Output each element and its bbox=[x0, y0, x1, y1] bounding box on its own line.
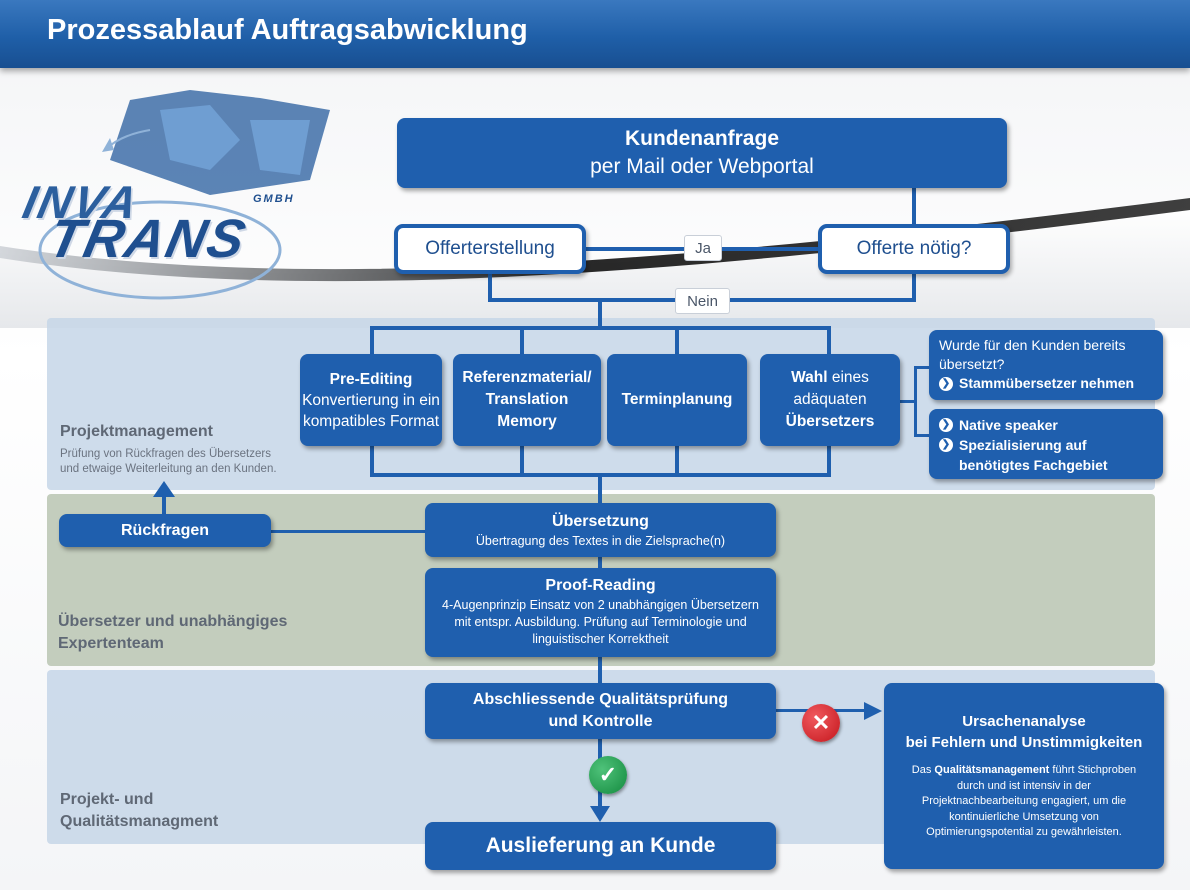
logo-text-trans: TRANS bbox=[43, 209, 253, 269]
band-label-qm: Projekt- und Qualitätsmanagment bbox=[60, 791, 219, 830]
chevron-right-icon: ❯ bbox=[939, 418, 953, 432]
node-ursachen-title: Ursachenanalyse bbox=[962, 713, 1086, 731]
connector bbox=[598, 300, 602, 328]
band-label-ue: Übersetzer und unabhängiges Expertenteam bbox=[58, 613, 288, 652]
connector bbox=[675, 444, 679, 476]
node-auslieferung: Auslieferung an Kunde bbox=[425, 822, 776, 870]
connector bbox=[598, 656, 602, 684]
node-ursachenanalyse: Ursachenanalyse bei Fehlern und Unstimmi… bbox=[884, 683, 1164, 869]
node-wahl-uebersetzer: Wahl eines adäquaten Übersetzers bbox=[760, 354, 900, 446]
arrow-down-icon bbox=[590, 806, 610, 822]
node-wahl-rest: eines bbox=[831, 369, 869, 386]
logo-text-gmbh: GMBH bbox=[253, 193, 295, 205]
node-kundenanfrage-subtitle: per Mail oder Webportal bbox=[590, 155, 814, 178]
chevron-right-icon: ❯ bbox=[939, 438, 953, 452]
node-proofreading-title: Proof-Reading bbox=[545, 577, 656, 594]
ursachen-text-prefix: Das bbox=[911, 764, 935, 777]
node-offerterstellung: Offerterstellung bbox=[394, 224, 586, 274]
node-ursachen-text: Das Qualitätsmanagement führt Stichprobe… bbox=[898, 763, 1150, 841]
node-terminplanung: Terminplanung bbox=[607, 354, 747, 446]
page-title: Prozessablauf Auftragsabwicklung bbox=[47, 14, 528, 46]
connector bbox=[370, 326, 374, 356]
band-label-pm: Projektmanagement bbox=[60, 423, 213, 440]
info-native-speaker: ❯ Native speaker ❯ Spezialisierung auf ben… bbox=[929, 409, 1163, 479]
connector bbox=[914, 366, 930, 369]
globe-icon bbox=[38, 90, 330, 300]
connector bbox=[162, 496, 166, 516]
node-referenzmaterial: Referenzmaterial/ Translation Memory bbox=[453, 354, 601, 446]
node-wahl-line3: Übersetzers bbox=[785, 413, 875, 430]
label-nein: Nein bbox=[675, 288, 730, 314]
connector bbox=[912, 270, 916, 300]
node-qualitaetspruefung: Abschliessende Qualitätsprüfung und Kont… bbox=[425, 683, 776, 739]
node-qualitaet-line1: Abschliessende Qualitätsprüfung bbox=[472, 691, 729, 708]
connector bbox=[370, 444, 374, 476]
connector bbox=[827, 326, 831, 356]
chevron-right-icon: ❯ bbox=[939, 376, 953, 391]
connector bbox=[598, 475, 602, 505]
node-proofreading-text: 4-Augenprinzip Einsatz von 2 unabhängige… bbox=[442, 598, 759, 646]
info2-bullet-2: Spezialisierung auf benötigtes Fachgebie… bbox=[959, 437, 1108, 473]
check-ok-icon: ✓ bbox=[589, 756, 627, 794]
label-ja: Ja bbox=[684, 235, 722, 261]
connector bbox=[270, 530, 428, 533]
info-stammuebersetzer: Wurde für den Kunden bereits übersetzt? … bbox=[929, 330, 1163, 400]
connector bbox=[914, 366, 917, 437]
node-uebersetzung-text: Übertragung des Textes in die Zielsprach… bbox=[475, 533, 726, 548]
info1-text: Wurde für den Kunden bereits übersetzt? bbox=[939, 337, 1126, 372]
error-x-icon: ✕ bbox=[802, 704, 840, 742]
header-bar: Prozessablauf Auftragsabwicklung bbox=[0, 0, 1190, 68]
connector bbox=[488, 270, 492, 300]
node-pre-editing-title: Pre-Editing bbox=[329, 370, 413, 388]
connector bbox=[520, 326, 524, 356]
node-kundenanfrage-title: Kundenanfrage bbox=[624, 127, 779, 150]
company-logo: INVA TRANS GMBH bbox=[10, 80, 340, 310]
connector bbox=[598, 556, 602, 570]
band-sub-pm: Prüfung von Rückfragen des Übersetzers u… bbox=[60, 448, 277, 475]
node-wahl-prefix: Wahl bbox=[791, 369, 828, 386]
node-uebersetzung-title: Übersetzung bbox=[552, 512, 649, 530]
node-pre-editing: Pre-Editing Konvertierung in ein kompati… bbox=[300, 354, 442, 446]
arrow-up-icon bbox=[153, 481, 175, 497]
connector bbox=[912, 186, 916, 226]
connector bbox=[370, 326, 831, 330]
arrow-right-icon bbox=[864, 702, 882, 720]
node-qualitaet-line2: und Kontrolle bbox=[548, 713, 653, 730]
node-rueckfragen: Rückfragen bbox=[59, 514, 271, 547]
connector bbox=[914, 434, 930, 437]
node-uebersetzung: Übersetzung Übertragung des Textes in di… bbox=[425, 503, 776, 557]
connector bbox=[675, 326, 679, 356]
node-proofreading: Proof-Reading 4-Augenprinzip Einsatz von… bbox=[425, 568, 776, 657]
ursachen-text-rest: führt Stichproben durch und ist intensiv… bbox=[921, 764, 1137, 839]
ursachen-text-bold: Qualitätsmanagement bbox=[934, 764, 1050, 777]
info2-bullet-1: Native speaker bbox=[959, 417, 1058, 433]
connector bbox=[520, 444, 524, 476]
node-wahl-line2: adäquaten bbox=[793, 391, 867, 408]
node-offerte-noetig: Offerte nötig? bbox=[818, 224, 1010, 274]
connector bbox=[900, 400, 916, 403]
info1-bullet: Stammübersetzer nehmen bbox=[959, 375, 1135, 391]
node-ursachen-subtitle: bei Fehlern und Unstimmigkeiten bbox=[905, 734, 1143, 752]
node-kundenanfrage: Kundenanfrage per Mail oder Webportal bbox=[397, 118, 1007, 188]
node-pre-editing-text: Konvertierung in ein kompatibles Format bbox=[302, 391, 440, 430]
connector bbox=[827, 444, 831, 476]
